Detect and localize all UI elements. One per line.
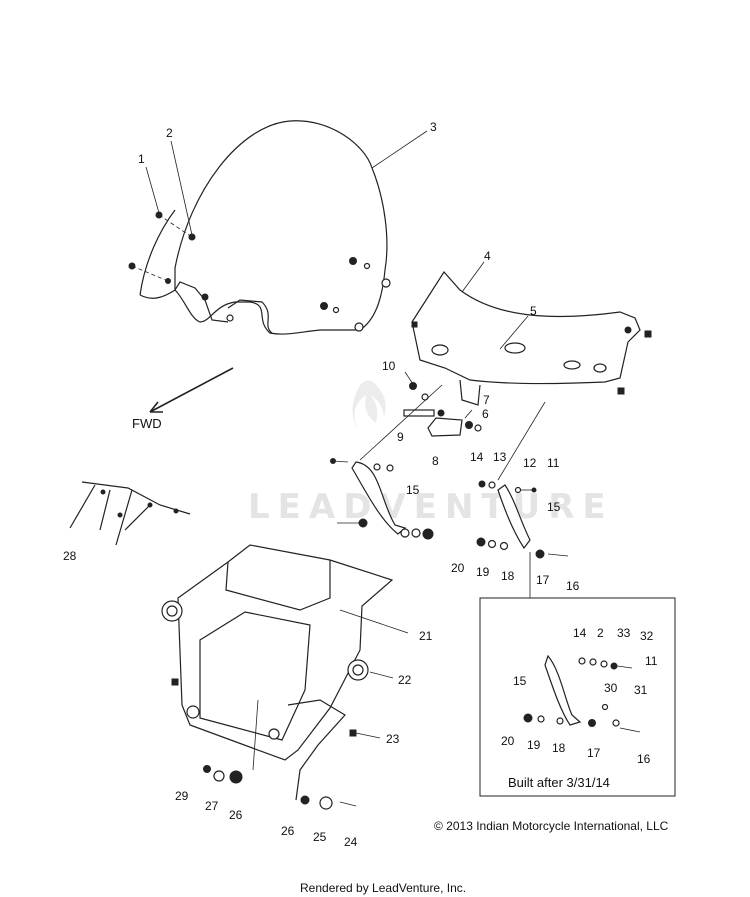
- inset-callout-18: 18: [552, 741, 566, 755]
- callout-26-upper: 26: [229, 808, 243, 822]
- inset-callout-19: 19: [527, 738, 541, 752]
- callout-14: 14: [470, 450, 484, 464]
- callout-16: 16: [566, 579, 580, 593]
- leader-lines: [145, 130, 546, 771]
- callout-19: 19: [476, 565, 490, 579]
- callout-11: 11: [547, 456, 560, 470]
- callouts: 1 2 3 4 5 6 7 8 9 10 11 12 13 14 15 15 1…: [63, 120, 658, 849]
- callout-4: 4: [484, 249, 491, 263]
- forward-arrow: FWD: [132, 367, 234, 431]
- callout-27: 27: [205, 799, 219, 813]
- callout-23: 23: [386, 732, 400, 746]
- inset-callout-30: 30: [604, 681, 618, 695]
- cable-assembly: [69, 481, 191, 546]
- callout-13: 13: [493, 450, 507, 464]
- inset-callout-11: 11: [645, 654, 658, 668]
- windshield: [128, 120, 391, 335]
- main-frame: [161, 544, 394, 810]
- callout-28: 28: [63, 549, 77, 563]
- inset-caption: Built after 3/31/14: [508, 775, 610, 790]
- fwd-label: FWD: [132, 416, 162, 431]
- callout-9: 9: [397, 430, 404, 444]
- callout-2: 2: [166, 126, 173, 140]
- inset-callout-2: 2: [597, 626, 604, 640]
- watermark-text: LEADVENTURE: [248, 487, 614, 527]
- callout-15-right: 15: [547, 500, 561, 514]
- inset-callout-31: 31: [634, 683, 648, 697]
- support-arms: [330, 458, 569, 559]
- callout-20: 20: [451, 561, 465, 575]
- footer-text: Rendered by LeadVenture, Inc.: [300, 881, 466, 895]
- callout-17: 17: [536, 573, 550, 587]
- callout-15-left: 15: [406, 483, 420, 497]
- inset-callout-32: 32: [640, 629, 654, 643]
- mount-block: [403, 382, 482, 437]
- callout-21: 21: [419, 629, 433, 643]
- inset-callout-33: 33: [617, 626, 631, 640]
- inset-built-after: Built after 3/31/14: [479, 597, 676, 797]
- copyright-text: © 2013 Indian Motorcycle International, …: [434, 819, 669, 833]
- callout-25: 25: [313, 830, 327, 844]
- upper-bracket: [411, 271, 652, 406]
- callout-22: 22: [398, 673, 412, 687]
- inset-callout-20: 20: [501, 734, 515, 748]
- callout-8: 8: [432, 454, 439, 468]
- callout-29: 29: [175, 789, 189, 803]
- inset-callout-17: 17: [587, 746, 601, 760]
- watermark-logo: [352, 380, 386, 430]
- callout-18: 18: [501, 569, 515, 583]
- callout-6: 6: [482, 407, 489, 421]
- watermark: LEADVENTURE: [248, 380, 614, 527]
- callout-10: 10: [382, 359, 396, 373]
- callout-3: 3: [430, 120, 437, 134]
- inset-callout-16: 16: [637, 752, 651, 766]
- callout-5: 5: [530, 304, 537, 318]
- callout-1: 1: [138, 152, 145, 166]
- callout-24: 24: [344, 835, 358, 849]
- inset-frame: [479, 597, 676, 797]
- inset-callout-15: 15: [513, 674, 527, 688]
- callout-7: 7: [483, 393, 490, 407]
- callout-26-lower: 26: [281, 824, 295, 838]
- inset-callout-14: 14: [573, 626, 587, 640]
- callout-12: 12: [523, 456, 537, 470]
